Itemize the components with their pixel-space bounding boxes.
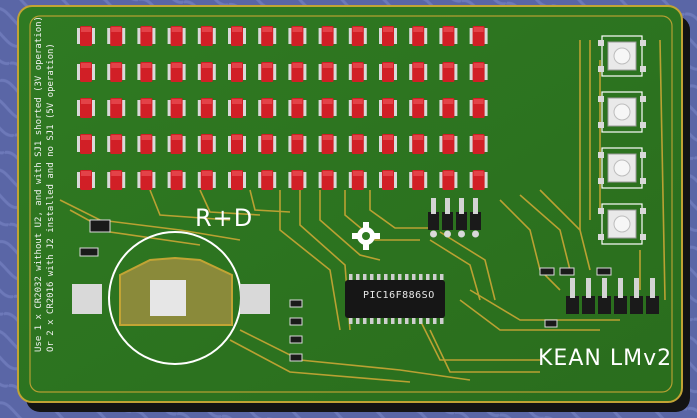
led: [439, 26, 458, 46]
push-button: [598, 91, 646, 133]
led: [258, 62, 277, 82]
led: [379, 98, 397, 118]
led: [197, 98, 216, 118]
led: [107, 170, 126, 190]
led: [409, 98, 428, 118]
battery-holder: [72, 231, 270, 365]
push-button: [598, 147, 646, 189]
led: [228, 26, 246, 46]
top-pin-header: [428, 198, 481, 238]
led: [348, 62, 367, 82]
push-button: [598, 203, 646, 245]
led: [409, 134, 428, 154]
led: [469, 98, 488, 118]
board-model-label: KEAN LMv2: [538, 346, 673, 371]
led: [318, 26, 337, 46]
led: [348, 26, 367, 46]
led: [469, 62, 488, 82]
led: [258, 170, 277, 190]
led: [107, 98, 126, 118]
led: [167, 134, 186, 154]
led: [258, 98, 277, 118]
push-button: [598, 35, 646, 77]
led: [318, 134, 337, 154]
led: [258, 134, 277, 154]
led: [288, 26, 307, 46]
chip-label: PIC16F886SO: [363, 290, 435, 301]
led: [348, 98, 367, 118]
led: [228, 62, 246, 82]
led: [409, 62, 428, 82]
led: [439, 98, 458, 118]
led: [469, 134, 488, 154]
led: [77, 62, 95, 82]
led: [167, 170, 186, 190]
led: [258, 26, 277, 46]
led: [318, 170, 337, 190]
led: [439, 62, 458, 82]
led: [137, 134, 156, 154]
led: [137, 98, 156, 118]
push-buttons: [598, 35, 646, 245]
led: [288, 98, 307, 118]
led: [228, 98, 246, 118]
battery-note-line-2: Or 2 x CR2016 with J2 installed and no S…: [46, 43, 56, 352]
battery-note-line-1: Use 1 x CR2032 without U2, and with SJ1 …: [34, 16, 44, 352]
led: [379, 26, 397, 46]
led: [379, 134, 397, 154]
led: [77, 26, 95, 46]
led: [167, 26, 186, 46]
led: [107, 134, 126, 154]
right-pin-header: [566, 278, 659, 314]
battery-pad-left: [72, 284, 102, 314]
led: [348, 134, 367, 154]
battery-pad-right: [240, 284, 270, 314]
board-title-label: R+D: [195, 204, 254, 232]
led: [288, 134, 307, 154]
led: [167, 98, 186, 118]
open-hardware-gear-icon: [352, 222, 380, 250]
led: [379, 170, 397, 190]
led: [197, 134, 216, 154]
led: [469, 170, 488, 190]
led: [439, 134, 458, 154]
battery-pad-center: [150, 280, 186, 316]
led: [288, 62, 307, 82]
regulator-chip: [89, 219, 111, 233]
led: [137, 26, 156, 46]
led: [318, 62, 337, 82]
led: [197, 170, 216, 190]
led: [137, 62, 156, 82]
led: [439, 170, 458, 190]
led: [348, 170, 367, 190]
led: [77, 134, 95, 154]
led: [228, 134, 246, 154]
led: [228, 170, 246, 190]
led: [379, 62, 397, 82]
led: [409, 26, 428, 46]
led: [288, 170, 307, 190]
led: [167, 62, 186, 82]
led: [469, 26, 488, 46]
led: [409, 170, 428, 190]
microcontroller: [345, 274, 445, 324]
led: [137, 170, 156, 190]
led: [197, 62, 216, 82]
led: [107, 26, 126, 46]
led: [318, 98, 337, 118]
led: [77, 170, 95, 190]
led: [107, 62, 126, 82]
led: [77, 98, 95, 118]
led: [197, 26, 216, 46]
